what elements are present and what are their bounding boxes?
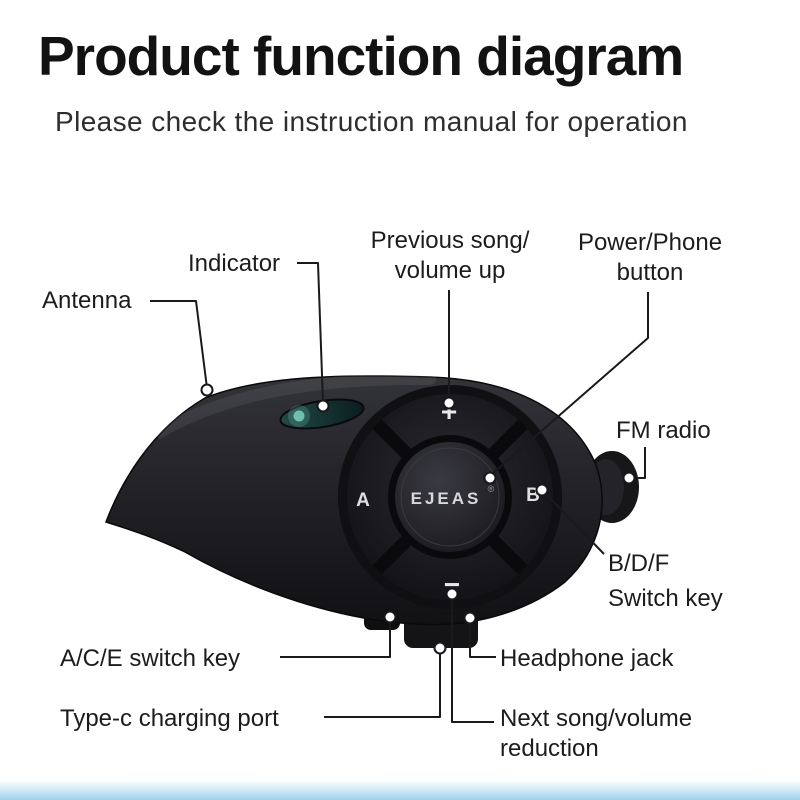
anchor-dot-next-song (445, 587, 459, 601)
leader-line-ace-switch (280, 620, 391, 658)
callout-indicator: Indicator (188, 250, 281, 277)
anchor-dot-ace-switch (383, 610, 397, 624)
leader-line-type-c (324, 651, 441, 718)
anchor-dot-indicator (316, 399, 330, 413)
leader-line-fm-radio (636, 447, 646, 479)
indicator-glow (293, 410, 305, 422)
callout-ace-switch: A/C/E switch key (60, 645, 241, 672)
key-a-label[interactable]: A (356, 490, 370, 511)
callout-previous-song: Previous song/ volume up (370, 227, 530, 284)
registered-mark: ® (488, 484, 495, 494)
callout-antenna: Antenna (42, 287, 132, 314)
leader-line-indicator (297, 262, 324, 404)
footer-gradient-band (0, 780, 800, 800)
callout-power-phone: Power/Phone button (577, 229, 723, 286)
body-highlight (154, 372, 436, 438)
callout-next-song: Next song/volume reduction (500, 705, 693, 762)
callout-headphone: Headphone jack (500, 645, 674, 672)
callout-fm-radio: FM radio (616, 417, 711, 444)
page-title: Product function diagram (38, 25, 684, 87)
anchor-dot-fm-radio (622, 471, 636, 485)
callout-type-c: Type-c charging port (60, 705, 279, 732)
anchor-dot-bdf-switch (535, 483, 549, 497)
brand-logo: EJEAS (411, 489, 482, 508)
anchor-dot-type-c (433, 641, 447, 655)
leader-line-antenna (150, 300, 208, 389)
leader-line-bdf-switch (544, 492, 605, 555)
leader-line-next-song (451, 598, 494, 723)
anchor-dot-antenna (200, 383, 214, 397)
callout-bdf-switch: B/D/F Switch key (608, 550, 723, 612)
anchor-dot-previous-song (442, 396, 456, 410)
center-button-rim (400, 447, 500, 547)
leader-line-power-phone (490, 292, 649, 476)
leader-line-headphone (469, 621, 496, 658)
page-subtitle: Please check the instruction manual for … (55, 106, 688, 137)
anchor-dot-power-phone (483, 471, 497, 485)
power-phone-center-button[interactable] (395, 442, 505, 552)
anchor-dot-headphone (463, 611, 477, 625)
